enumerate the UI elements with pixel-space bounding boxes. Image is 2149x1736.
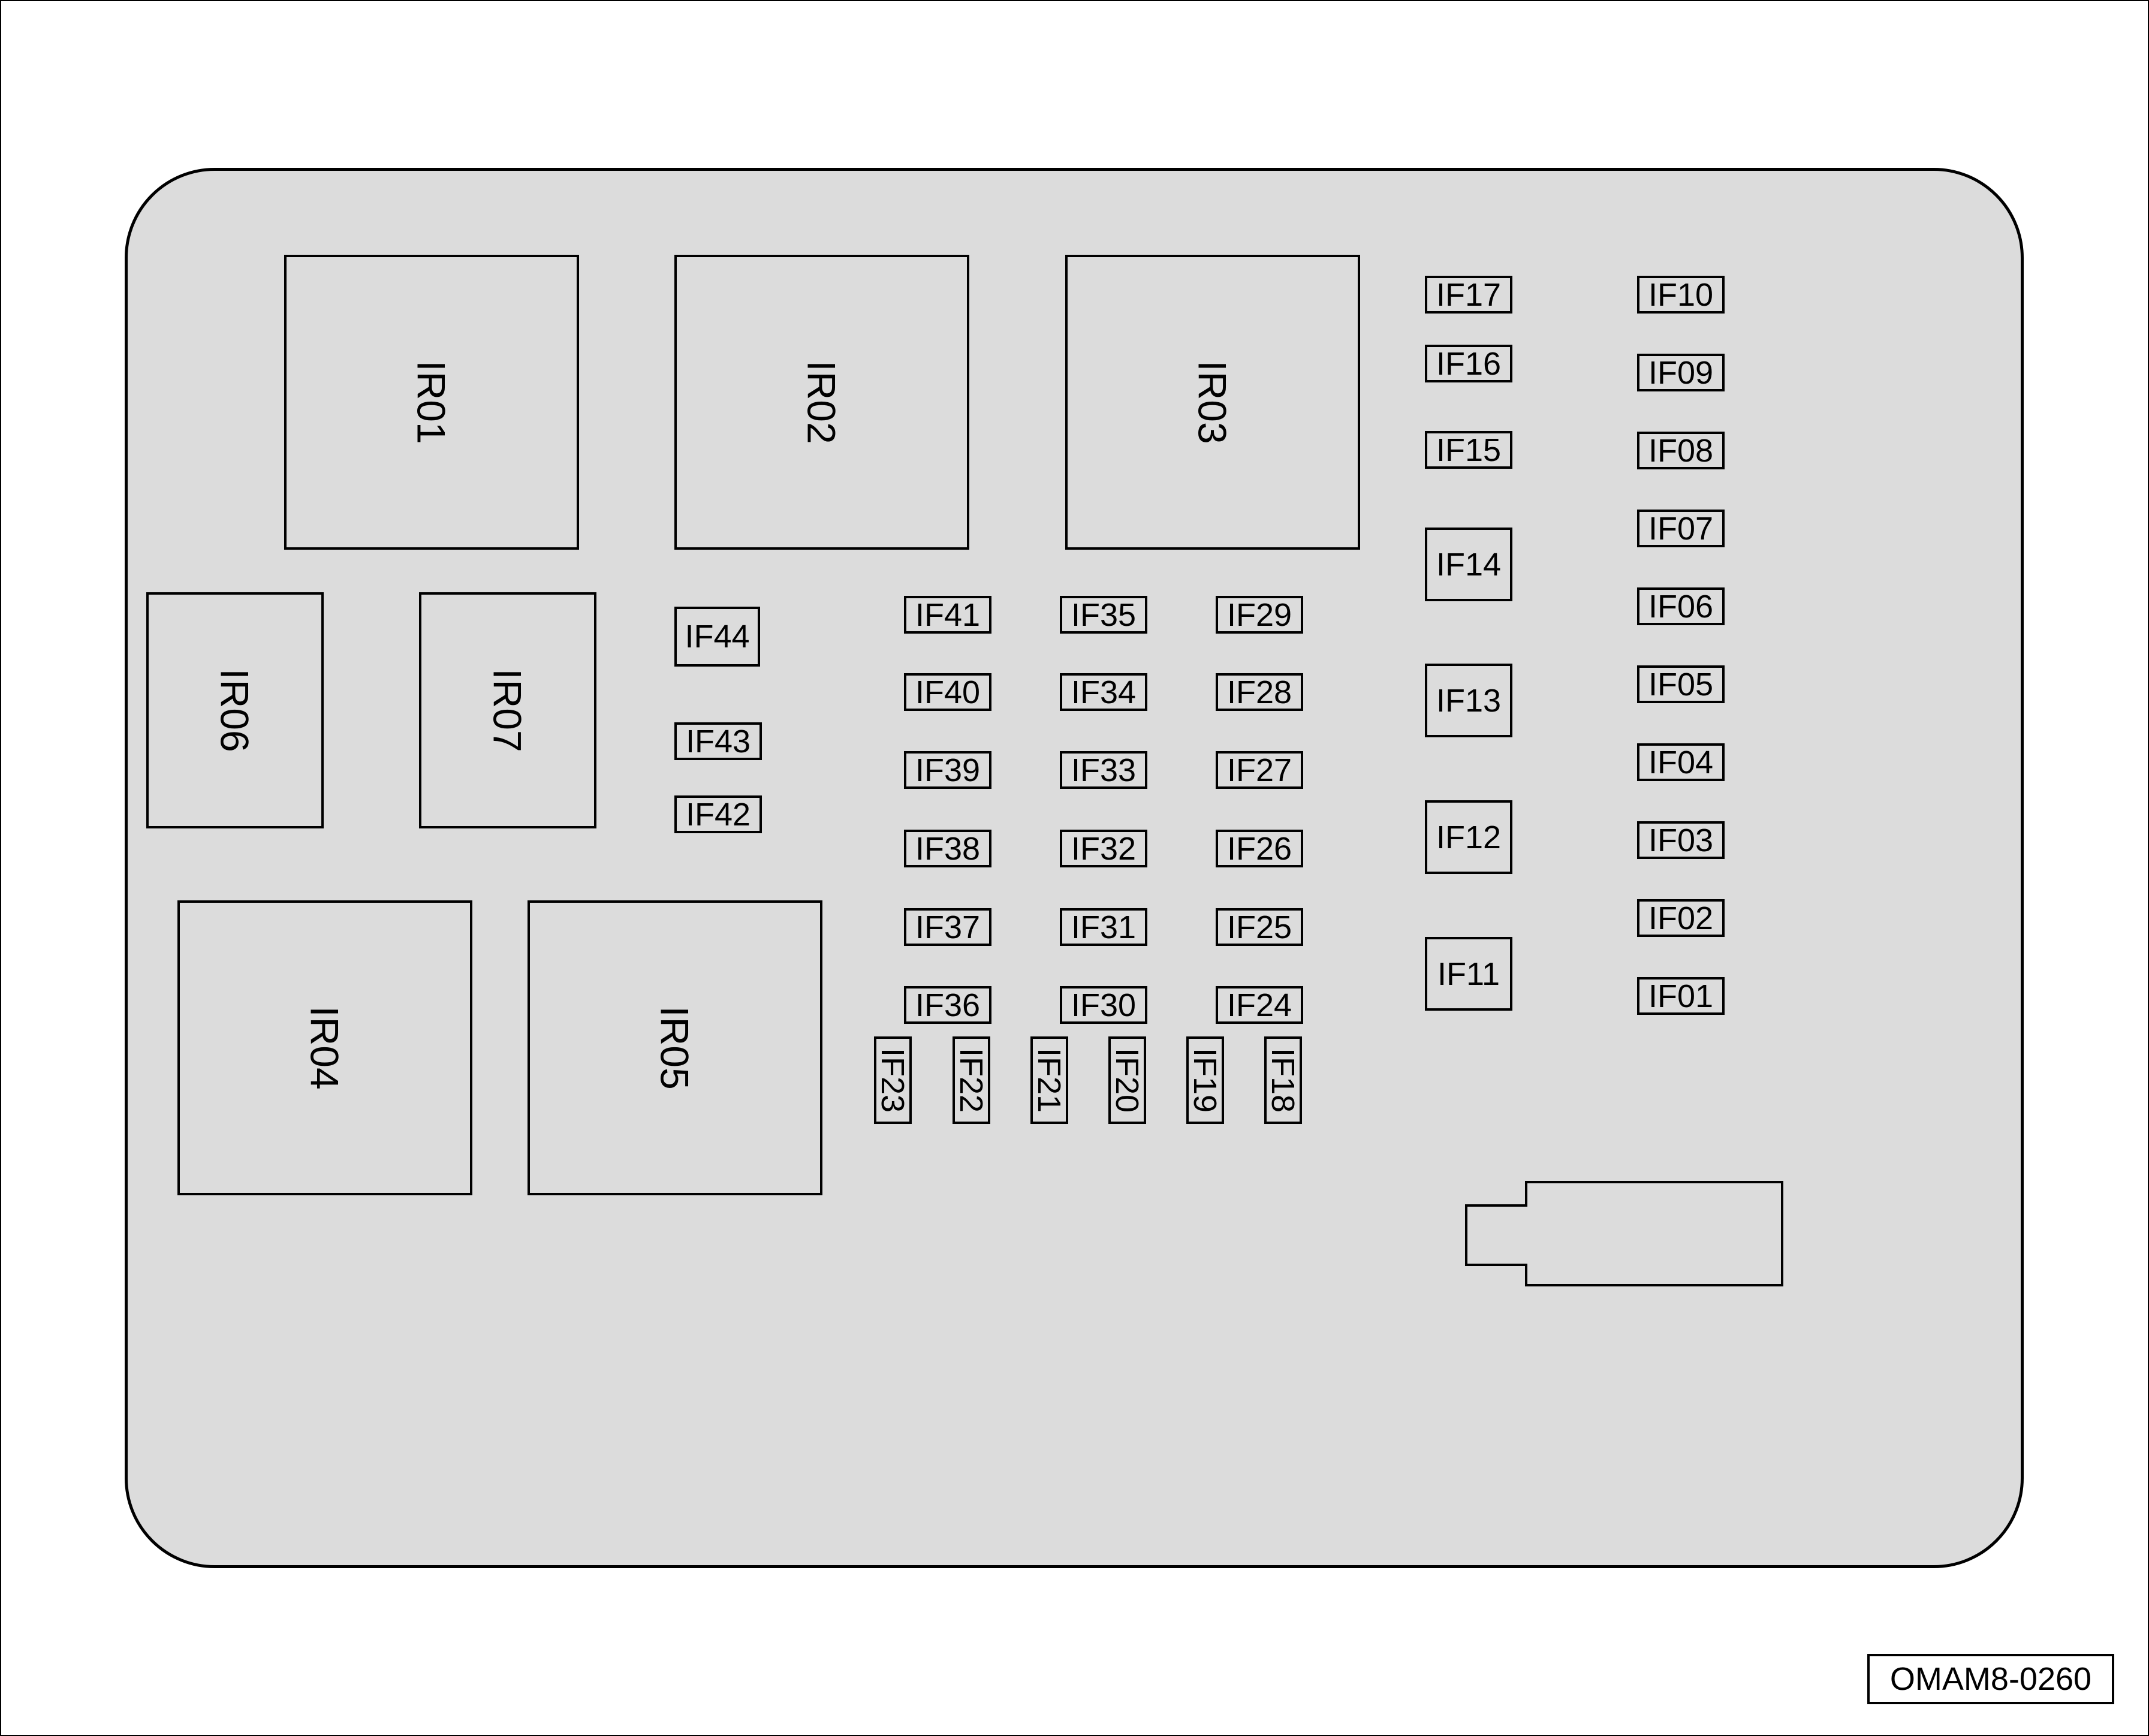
fuse-if32: IF32 (1060, 830, 1147, 867)
fuse-if04: IF04 (1637, 743, 1725, 781)
fuse-if02: IF02 (1637, 899, 1725, 937)
fuse-label: IF34 (1071, 674, 1137, 710)
fuse-label: IF37 (915, 909, 981, 945)
fuse-if12: IF12 (1425, 800, 1512, 874)
fuse-label: IF28 (1226, 674, 1292, 710)
fuse-if33: IF33 (1060, 751, 1147, 789)
relay-ir06: IR06 (146, 592, 324, 828)
fuse-if20: IF20 (1108, 1036, 1146, 1124)
fuse-label: IF12 (1436, 819, 1502, 855)
fuse-if13: IF13 (1425, 664, 1512, 737)
fuse-label: IF27 (1226, 752, 1292, 788)
fuse-label: IF15 (1436, 432, 1502, 468)
fuse-if29: IF29 (1216, 596, 1303, 634)
fuse-if14: IF14 (1425, 528, 1512, 601)
relay-ir01: IR01 (284, 255, 579, 550)
relay-ir02: IR02 (674, 255, 969, 550)
fuse-if34: IF34 (1060, 673, 1147, 711)
fuse-if38: IF38 (904, 830, 991, 867)
fuse-label: IF25 (1226, 909, 1292, 945)
fuse-if06: IF06 (1637, 587, 1725, 625)
fuse-label: IF10 (1648, 276, 1714, 313)
fuse-if25: IF25 (1216, 908, 1303, 946)
fuse-label: IF32 (1071, 830, 1137, 867)
fuse-if10: IF10 (1637, 276, 1725, 314)
fuse-if35: IF35 (1060, 596, 1147, 634)
fuse-label: IF41 (915, 596, 981, 633)
fuse-label: IF08 (1648, 432, 1714, 469)
diagram-id-label: OMAM8-0260 (1867, 1654, 2114, 1704)
fuse-label: IF35 (1071, 596, 1137, 633)
fuse-label: IF03 (1648, 822, 1714, 858)
fuse-if16: IF16 (1425, 345, 1512, 382)
connector-shape (1465, 1181, 1783, 1286)
fuse-if01: IF01 (1637, 977, 1725, 1015)
fuse-label: IF01 (1648, 978, 1714, 1014)
fuse-label: IF05 (1648, 666, 1714, 703)
fuse-if44: IF44 (674, 607, 760, 667)
fuse-label: IF44 (685, 619, 750, 655)
fuse-label: IF43 (685, 723, 751, 760)
fuse-label: IF30 (1071, 987, 1137, 1023)
fuse-label: IF02 (1648, 900, 1714, 936)
fuse-if23: IF23 (874, 1036, 912, 1124)
fuse-if24: IF24 (1216, 986, 1303, 1024)
fuse-if18: IF18 (1264, 1036, 1302, 1124)
fuse-if15: IF15 (1425, 431, 1512, 469)
fuse-label: IF11 (1437, 956, 1500, 992)
fuse-if09: IF09 (1637, 354, 1725, 391)
fuse-label: IF16 (1436, 345, 1502, 382)
fuse-label: IF39 (915, 752, 981, 788)
fuse-if30: IF30 (1060, 986, 1147, 1024)
fuse-label: IF24 (1226, 987, 1292, 1023)
relay-ir05: IR05 (528, 900, 822, 1195)
fuse-label: IF33 (1071, 752, 1137, 788)
fuse-if08: IF08 (1637, 432, 1725, 469)
relay-ir07: IR07 (419, 592, 596, 828)
fuse-if43: IF43 (674, 722, 762, 760)
fuse-label: IF38 (915, 830, 981, 867)
fuse-if11: IF11 (1425, 937, 1512, 1011)
fuse-label: IF04 (1648, 744, 1714, 780)
fuse-label: IF36 (915, 987, 981, 1023)
fuse-if05: IF05 (1637, 665, 1725, 703)
fuse-label: IF07 (1648, 510, 1714, 547)
fuse-label: IF06 (1648, 588, 1714, 625)
fuse-if28: IF28 (1216, 673, 1303, 711)
fuse-if22: IF22 (953, 1036, 990, 1124)
fuse-if03: IF03 (1637, 821, 1725, 859)
fuse-if19: IF19 (1186, 1036, 1224, 1124)
fuse-if21: IF21 (1030, 1036, 1068, 1124)
fuse-label: IF31 (1071, 909, 1137, 945)
fuse-label: IF13 (1436, 682, 1502, 719)
fuse-label: IF09 (1648, 354, 1714, 391)
fuse-label: IF14 (1436, 546, 1502, 583)
fuse-if37: IF37 (904, 908, 991, 946)
relay-ir04: IR04 (177, 900, 472, 1195)
fuse-if42: IF42 (674, 795, 762, 833)
fuse-label: IF29 (1226, 596, 1292, 633)
fuse-if40: IF40 (904, 673, 991, 711)
fuse-label: IF42 (685, 796, 751, 833)
fuse-label: IF26 (1226, 830, 1292, 867)
fuse-if26: IF26 (1216, 830, 1303, 867)
fuse-if39: IF39 (904, 751, 991, 789)
fuse-if36: IF36 (904, 986, 991, 1024)
fuse-if07: IF07 (1637, 510, 1725, 547)
fuse-if41: IF41 (904, 596, 991, 634)
fuse-label: IF40 (915, 674, 981, 710)
relay-ir03: IR03 (1065, 255, 1360, 550)
fuse-if17: IF17 (1425, 276, 1512, 314)
fuse-if27: IF27 (1216, 751, 1303, 789)
fuse-label: IF17 (1436, 276, 1502, 313)
fuse-if31: IF31 (1060, 908, 1147, 946)
